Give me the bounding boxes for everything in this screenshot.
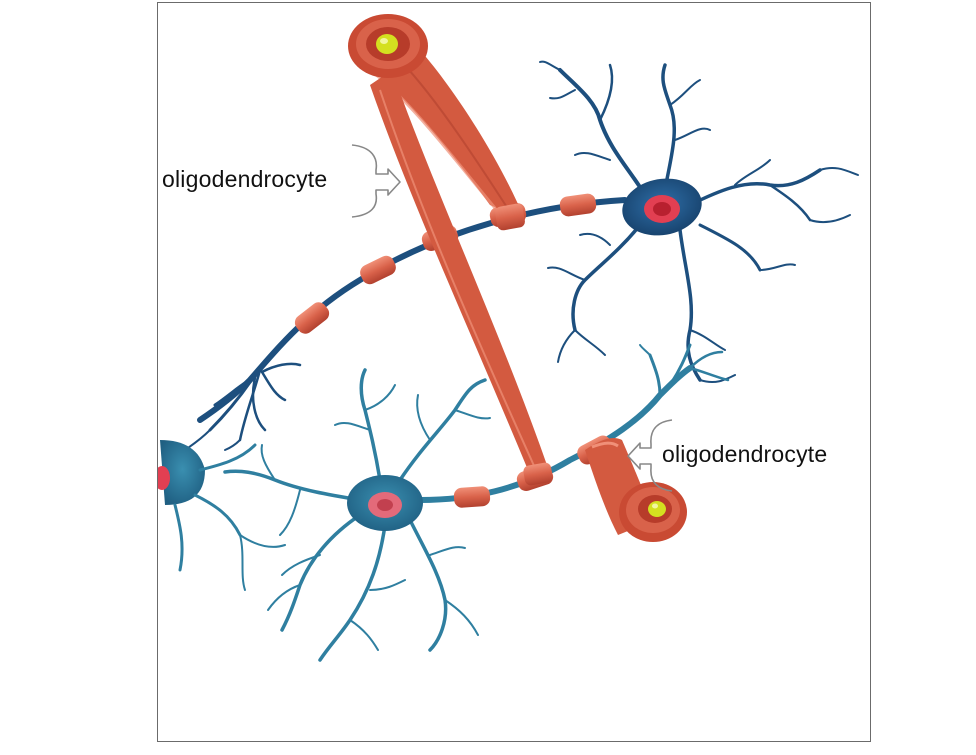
- lower-neuron-soma: [347, 475, 423, 531]
- oligodendrocyte-label-bottom: oligodendrocyte: [662, 441, 828, 467]
- upper-axon-terminals: [184, 362, 302, 451]
- upper-neuron-dendrites: [539, 60, 859, 384]
- lower-axon-terminals: [639, 343, 730, 397]
- oligodendrocyte-label-top: oligodendrocyte: [162, 166, 328, 192]
- lower-neuron-dendrites: [223, 368, 491, 662]
- upper-axon: [197, 197, 628, 423]
- lower-axon: [417, 365, 693, 503]
- oligodendrocyte-top: [348, 14, 553, 486]
- bracket-arrow-left-icon: [627, 419, 673, 492]
- bracket-arrow-right-icon: [351, 144, 401, 218]
- figure-frame: [157, 2, 871, 742]
- left-partial-neuron: [158, 440, 286, 591]
- upper-neuron-soma: [622, 178, 702, 236]
- oligodendrocyte-bottom: [585, 438, 687, 542]
